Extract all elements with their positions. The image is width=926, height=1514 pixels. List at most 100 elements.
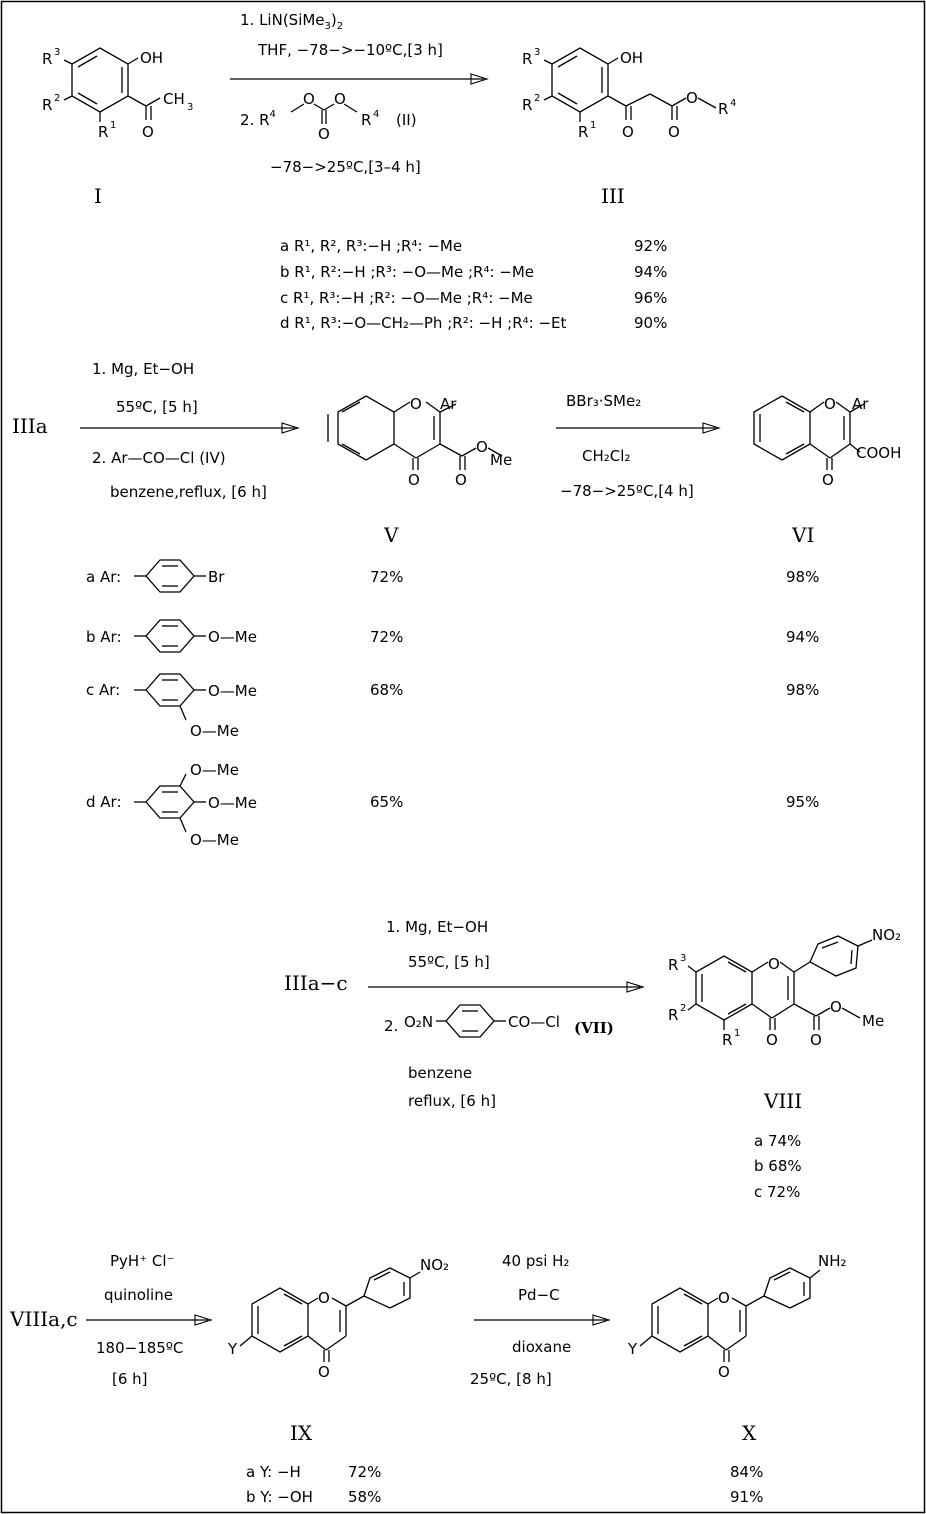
aryl-row-a-yield-V: 72% (370, 568, 403, 586)
aryl-row-c-sub-1: O—Me (208, 682, 257, 700)
aryl-row-c-sub-2: O—Me (190, 722, 239, 740)
compound-III-r1-sup: 1 (590, 120, 596, 131)
step2-conditions-1: 55ºC, [5 h] (116, 398, 198, 416)
compound-IX-o-ring: O (318, 1289, 330, 1307)
compound-V-o-ring: O (410, 395, 422, 413)
compound-VIII-r1-sup: 1 (734, 1028, 740, 1039)
compound-VIII-r1: R (722, 1031, 732, 1049)
compound-X-o-ring: O (718, 1289, 730, 1307)
step1-reagent-1: 1. LiN(SiMe3)2 (240, 11, 343, 32)
step2-reagent-1: 1. Mg, Et−OH (92, 360, 194, 378)
compound-IX-structure (239, 1267, 421, 1362)
compound-VI-o-keto: O (822, 471, 834, 489)
compound-I-structure (63, 47, 161, 122)
step1-variant-c: c R¹, R³:−H ;R²: −O—Me ;R⁴: −Me (280, 289, 533, 307)
step4-conditions-1: 180−185ºC (96, 1339, 183, 1357)
compound-VIII-yield-c: c 72% (754, 1183, 800, 1201)
compound-I-r1-sup: 1 (110, 120, 116, 131)
reagent-II-o3: O (318, 125, 330, 143)
compound-VIII-o-keto: O (766, 1031, 778, 1049)
step4-reagent-1: PyH⁺ Cl⁻ (110, 1252, 174, 1270)
compound-III-label: III (601, 184, 625, 208)
aryl-row-d-yield-VI: 95% (786, 793, 819, 811)
compound-III-o1: O (622, 123, 634, 141)
aryl-ring-b (134, 619, 206, 653)
step1-variant-b-yield: 94% (634, 263, 667, 281)
compound-I-r2: R (42, 96, 52, 114)
step1-variant-d-yield: 90% (634, 314, 667, 332)
step4-reagent-2: 40 psi H₂ (502, 1252, 569, 1270)
reagent-II-o1: O (303, 90, 315, 108)
compound-III-r3: R (522, 50, 532, 68)
compound-V-o-ester2: O (476, 438, 488, 456)
step2-conditions-2: benzene,reflux, [6 h] (110, 483, 267, 501)
aryl-row-d-sub-2: O—Me (208, 794, 257, 812)
compound-VIII-r3-sup: 3 (680, 953, 686, 964)
reagent-II-r4-sup: 4 (373, 109, 379, 120)
compound-I-r3-sup: 3 (54, 47, 60, 58)
step1-variant-c-yield: 96% (634, 289, 667, 307)
reagent-II-o2: O (334, 90, 346, 108)
compound-I-r1: R (98, 123, 108, 141)
step1-variant-d: d R¹, R³:−O—CH₂—Ph ;R²: −H ;R⁴: −Et (280, 314, 566, 332)
step4-catalyst-2: Pd−C (518, 1286, 560, 1304)
step4-solvent-1: quinoline (104, 1286, 173, 1304)
step2-reagent-3: BBr₃·SMe₂ (566, 392, 641, 410)
compound-IX-label: IX (290, 1421, 313, 1445)
aryl-row-a-yield-VI: 98% (786, 568, 819, 586)
compound-I-oh: OH (140, 49, 163, 67)
compound-VIII-o-ester1: O (810, 1031, 822, 1049)
compound-IX-row-b: b Y: −OH (246, 1488, 313, 1506)
aryl-row-c-label: c Ar: (86, 681, 120, 699)
aryl-row-d-sub-1: O—Me (190, 761, 239, 779)
aryl-row-d: d Ar: O—Me O—Me O—Me 65% 95% (86, 761, 819, 849)
aryl-row-a: a Ar: Br 72% 98% (86, 559, 819, 593)
aryl-row-d-yield-V: 65% (370, 793, 403, 811)
compound-III-structure (543, 47, 717, 122)
compound-V-ar: Ar (440, 395, 457, 413)
compound-VIII-r3: R (668, 956, 678, 974)
step1-conditions-2: −78−>25ºC,[3–4 h] (270, 158, 421, 176)
compound-VIII-o-ester2: O (830, 998, 842, 1016)
compound-X-y: Y (627, 1340, 638, 1358)
compound-III-o2: O (668, 123, 680, 141)
compound-VIII-structure (687, 935, 873, 1030)
step3-conditions-2: reflux, [6 h] (408, 1092, 496, 1110)
compound-III-r2: R (522, 96, 532, 114)
step4-time-1: [6 h] (112, 1370, 148, 1388)
compound-I-o: O (142, 123, 154, 141)
compound-III-r2-sup: 2 (534, 93, 540, 104)
compound-IX-row-a: a Y: −H (246, 1463, 301, 1481)
compound-IX-row-a-yield: 72% (348, 1463, 381, 1481)
compound-III-o3: O (686, 89, 698, 107)
aryl-row-c: c Ar: O—Me O—Me 68% 98% (86, 673, 819, 740)
step4-conditions-2: 25ºC, [8 h] (470, 1370, 552, 1388)
compound-IX-o-keto: O (318, 1363, 330, 1381)
aryl-row-b-yield-VI: 94% (786, 628, 819, 646)
aryl-row-d-sub-3: O—Me (190, 831, 239, 849)
compound-III-r4: R (718, 100, 728, 118)
step3-reagent-2-acyl: CO—Cl (508, 1013, 560, 1031)
compound-VIII-nitro: NO₂ (872, 926, 901, 944)
compound-VIII-r2: R (668, 1006, 678, 1024)
compound-X-structure (639, 1267, 821, 1362)
step1-arrowhead (470, 73, 489, 85)
compound-VI-cooh: COOH (856, 444, 901, 462)
step1-variant-b: b R¹, R²:−H ;R³: −O—Me ;R⁴: −Me (280, 263, 534, 281)
aryl-row-b: b Ar: O—Me 72% 94% (86, 619, 819, 653)
aryl-row-a-label: a Ar: (86, 568, 121, 586)
step1-reagent-2-label: (II) (396, 111, 417, 129)
step2-solvent-3: CH₂Cl₂ (582, 447, 630, 465)
aryl-row-b-label: b Ar: (86, 628, 122, 646)
compound-X-o-keto: O (718, 1363, 730, 1381)
step3-solvent: benzene (408, 1064, 472, 1082)
aryl-ring-d (134, 773, 206, 833)
aryl-row-a-sub: Br (208, 568, 225, 586)
aryl-ring-c (134, 673, 206, 721)
step1-reagent-2-prefix: 2. R4 (240, 109, 276, 129)
compound-VIII-r2-sup: 2 (680, 1003, 686, 1014)
step3-arrowhead (626, 981, 645, 993)
compound-III-oh: OH (620, 49, 643, 67)
aryl-ring-a (134, 559, 206, 593)
